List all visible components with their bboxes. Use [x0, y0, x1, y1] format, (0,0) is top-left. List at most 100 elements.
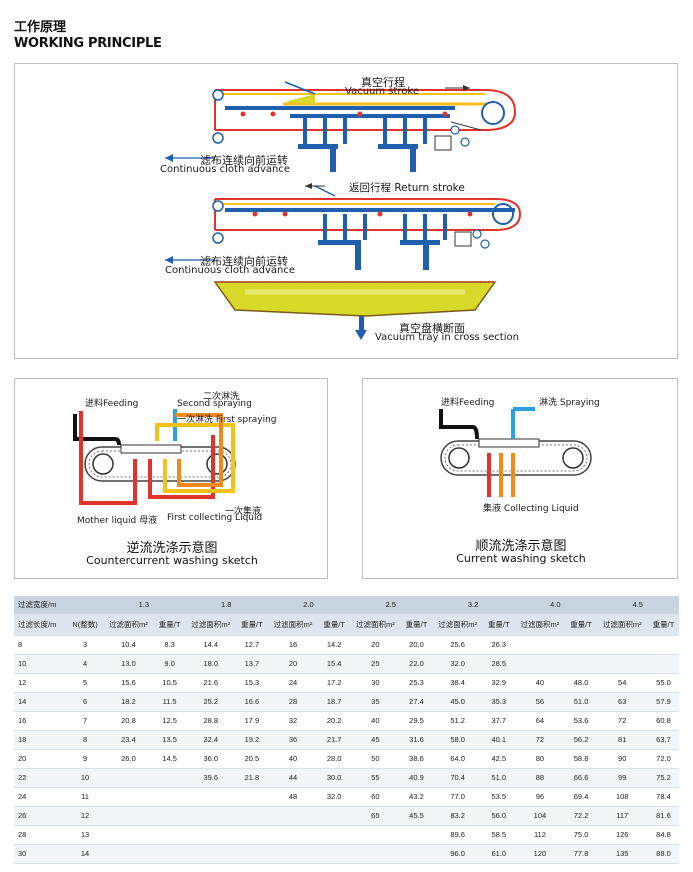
- value-cell: 39.6: [185, 768, 237, 788]
- value-cell: 32.9: [483, 673, 515, 693]
- cc-caption-zh: 逆流洗涤示意图: [126, 541, 218, 556]
- belt-filter-diagram: [165, 81, 522, 340]
- width-label: 过滤宽度/m: [14, 596, 68, 615]
- value-cell: 15.3: [236, 673, 268, 693]
- value-cell: [596, 635, 648, 655]
- count-cell: 11: [67, 787, 103, 807]
- value-cell: 108: [596, 787, 648, 807]
- current-sketch: [439, 407, 592, 497]
- value-cell: 28.8: [185, 711, 237, 731]
- value-cell: 55.0: [647, 673, 679, 693]
- value-cell: 50: [349, 749, 402, 769]
- value-cell: [102, 787, 155, 807]
- value-cell: 22.0: [401, 654, 432, 674]
- value-cell: 20.5: [236, 749, 268, 769]
- value-cell: 51.2: [431, 711, 484, 731]
- value-cell: 26.3: [483, 635, 515, 655]
- cloth-advance-zh-1: 滤布连续向前运转: [200, 154, 288, 167]
- value-cell: 32: [267, 711, 319, 731]
- value-cell: 66.6: [565, 768, 597, 788]
- length-label: 过滤长度/m: [14, 614, 68, 636]
- cloth-advance-zh-2: 滤布连续向前运转: [200, 255, 288, 268]
- value-cell: 18.7: [318, 692, 350, 712]
- value-cell: 60.8: [647, 711, 679, 731]
- value-cell: [154, 768, 186, 788]
- page-title-zh: 工作原理: [14, 20, 67, 35]
- value-cell: [318, 806, 350, 826]
- value-cell: 75.0: [565, 825, 597, 845]
- value-cell: 104: [514, 806, 566, 826]
- count-cell: 3: [67, 635, 103, 655]
- spec-table: 过滤宽度/m 1.3 1.8 2.0 2.5 3.2 4.0 4.5 过滤长度/…: [14, 596, 679, 864]
- value-cell: 20.8: [102, 711, 155, 731]
- value-cell: 10.5: [154, 673, 186, 693]
- value-cell: 38.6: [401, 749, 432, 769]
- width-col: 1.8: [185, 596, 268, 615]
- value-cell: 90: [596, 749, 648, 769]
- length-cell: 10: [14, 654, 68, 674]
- value-cell: 16: [267, 635, 319, 655]
- value-cell: 58.0: [431, 730, 484, 750]
- value-cell: 27.4: [401, 692, 432, 712]
- value-cell: 40: [514, 673, 566, 693]
- value-cell: 48.0: [565, 673, 597, 693]
- length-cell: 12: [14, 673, 68, 693]
- value-cell: [185, 844, 237, 864]
- value-cell: [102, 806, 155, 826]
- value-cell: [236, 825, 268, 845]
- value-cell: 112: [514, 825, 566, 845]
- value-cell: 17.9: [236, 711, 268, 731]
- value-cell: 44: [267, 768, 319, 788]
- value-cell: 56: [514, 692, 566, 712]
- value-cell: 45.5: [401, 806, 432, 826]
- lower-belt-assembly: [165, 183, 522, 270]
- value-cell: [154, 825, 186, 845]
- value-cell: 96.0: [431, 844, 484, 864]
- value-cell: 13.5: [154, 730, 186, 750]
- count-cell: 5: [67, 673, 103, 693]
- value-cell: 25: [349, 654, 402, 674]
- vacuum-stroke-zh: 真空行程: [361, 76, 405, 89]
- value-cell: [349, 825, 402, 845]
- value-cell: 30.0: [318, 768, 350, 788]
- length-cell: 20: [14, 749, 68, 769]
- value-cell: 126: [596, 825, 648, 845]
- value-cell: 15.4: [318, 654, 350, 674]
- value-cell: 72.2: [565, 806, 597, 826]
- value-cell: 13.7: [236, 654, 268, 674]
- weight-label: 重量/T: [236, 614, 268, 636]
- value-cell: 72: [596, 711, 648, 731]
- value-cell: [102, 768, 155, 788]
- width-col: 2.0: [267, 596, 350, 615]
- working-principle-diagram: 真空行程 Vacuum stroke 滤布连续向前运转 Continuous c…: [14, 63, 678, 359]
- value-cell: 96: [514, 787, 566, 807]
- value-cell: 80: [514, 749, 566, 769]
- weight-label: 重量/T: [401, 614, 432, 636]
- count-cell: 10: [67, 768, 103, 788]
- count-cell: 7: [67, 711, 103, 731]
- value-cell: 78.4: [647, 787, 679, 807]
- value-cell: 19.2: [236, 730, 268, 750]
- value-cell: 18.2: [102, 692, 155, 712]
- value-cell: 88.0: [647, 844, 679, 864]
- weight-label: 重量/T: [154, 614, 186, 636]
- c-feeding-label: 进料Feeding: [441, 398, 495, 408]
- count-cell: 6: [67, 692, 103, 712]
- value-cell: 58.8: [565, 749, 597, 769]
- value-cell: [514, 654, 566, 674]
- cc-mother-label: Mother liquid 母液: [77, 516, 158, 526]
- countercurrent-sketch: [73, 409, 236, 505]
- value-cell: [318, 844, 350, 864]
- value-cell: 25.3: [401, 673, 432, 693]
- return-stroke-label: 返回行程 Return stroke: [349, 180, 465, 195]
- cc-first-label: 一次淋洗 First spraying: [177, 415, 277, 425]
- value-cell: 84.8: [647, 825, 679, 845]
- length-cell: 30: [14, 844, 68, 864]
- value-cell: [401, 844, 432, 864]
- value-cell: [318, 825, 350, 845]
- value-cell: 36.0: [185, 749, 237, 769]
